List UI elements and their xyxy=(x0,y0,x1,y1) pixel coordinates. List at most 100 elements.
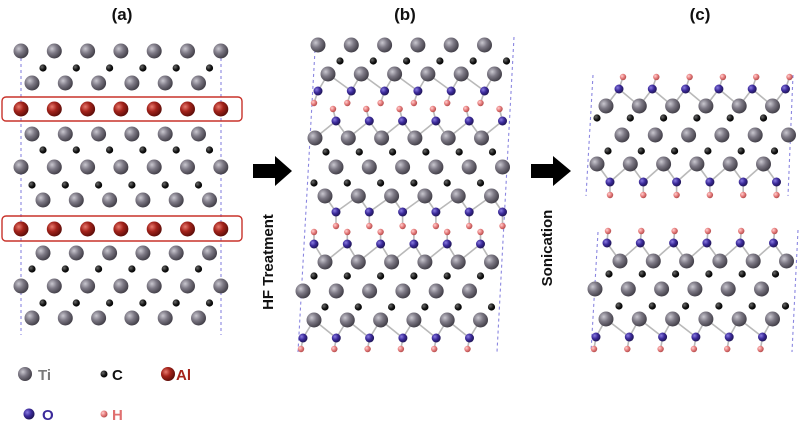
c-atom xyxy=(321,303,329,311)
c-atom xyxy=(771,270,780,278)
c-atom xyxy=(738,270,746,278)
h-atom xyxy=(657,345,664,353)
ti-atom xyxy=(157,75,173,91)
c-atom xyxy=(476,272,485,280)
c-atom xyxy=(648,302,656,310)
ti-atom xyxy=(46,43,62,59)
ti-atom xyxy=(665,98,681,114)
al-layer-highlight-box xyxy=(1,215,243,242)
c-atom xyxy=(369,57,377,65)
legend-item-ti: Ti xyxy=(18,367,51,384)
o-atom xyxy=(669,238,679,248)
c-atom xyxy=(172,64,180,72)
h-atom xyxy=(753,73,760,81)
ti-atom xyxy=(361,159,377,175)
ti-atom xyxy=(461,159,477,175)
h-atom xyxy=(724,345,731,353)
o-atom xyxy=(431,333,441,343)
c-atom xyxy=(205,299,214,307)
ti-atom xyxy=(689,156,705,172)
c-atom xyxy=(759,114,768,122)
legend-label-c: C xyxy=(112,367,123,384)
o-atom xyxy=(376,239,386,249)
step-label-hf-treatment: HF Treatment xyxy=(260,214,277,310)
ti-atom xyxy=(714,127,730,143)
ti-atom xyxy=(387,66,403,82)
ti-atom xyxy=(598,311,614,327)
ti-atom xyxy=(13,278,29,294)
legend-label-h: H xyxy=(112,407,123,424)
o-atom xyxy=(465,333,474,343)
arrow-right-icon xyxy=(253,156,292,186)
ti-atom xyxy=(350,188,366,204)
ti-atom xyxy=(407,130,423,146)
ti-atom xyxy=(146,43,162,59)
ti-atom xyxy=(428,159,444,175)
c-atom xyxy=(693,114,701,122)
h-atom xyxy=(786,73,793,81)
ti-atom xyxy=(80,43,96,59)
ti-atom xyxy=(91,75,107,91)
o-atom xyxy=(772,177,781,187)
o-atom xyxy=(413,86,423,96)
al-atom xyxy=(46,101,62,117)
c-atom xyxy=(436,57,444,65)
c-atom xyxy=(770,147,779,155)
ti-atom xyxy=(679,253,695,269)
h-atom xyxy=(331,345,338,353)
c-atom xyxy=(106,299,114,307)
c-atom xyxy=(604,147,612,155)
panel-label-a: (a) xyxy=(112,5,133,24)
ti-atom xyxy=(765,98,780,114)
c-atom xyxy=(205,146,214,154)
ti-atom xyxy=(102,192,118,208)
ti-atom xyxy=(350,254,366,270)
c-atom xyxy=(106,64,114,72)
o-atom xyxy=(331,333,341,343)
c-atom xyxy=(139,299,147,307)
ti-atom xyxy=(620,281,636,297)
ti-atom xyxy=(317,188,333,204)
o-atom xyxy=(647,84,657,94)
o-atom xyxy=(735,238,745,248)
c-atom xyxy=(39,299,47,307)
h-atom xyxy=(410,228,418,236)
legend-item-c: C xyxy=(100,367,123,384)
ti-atom xyxy=(353,66,369,82)
o-atom xyxy=(431,207,441,217)
h-atom xyxy=(344,228,351,236)
ti-atom xyxy=(339,312,355,328)
ti-atom xyxy=(24,310,40,326)
legend-item-o: O xyxy=(23,407,54,424)
o-atom xyxy=(398,116,408,126)
cell-boundary-line xyxy=(496,36,515,353)
ti-atom xyxy=(191,126,206,142)
c-atom xyxy=(502,57,511,65)
ti-atom-icon xyxy=(18,367,32,381)
h-atom xyxy=(344,99,351,107)
ti-atom xyxy=(168,192,184,208)
ti-atom xyxy=(779,253,794,269)
h-atom xyxy=(396,105,403,113)
h-atom xyxy=(310,99,318,107)
ti-atom xyxy=(756,156,771,172)
h-atom xyxy=(653,73,660,81)
h-atom xyxy=(690,345,698,353)
legend: Ti C Al O H xyxy=(18,367,191,424)
o-atom xyxy=(398,207,408,217)
ti-atom xyxy=(754,281,769,297)
al-layer-highlight-box xyxy=(1,96,243,122)
h-atom xyxy=(366,222,373,230)
c-atom xyxy=(161,181,169,189)
c-atom xyxy=(389,148,397,156)
o-atom xyxy=(431,116,441,126)
ti-atom xyxy=(614,127,630,143)
ti-atom xyxy=(124,310,140,326)
ti-atom xyxy=(384,188,400,204)
h-atom xyxy=(604,227,612,235)
c-atom xyxy=(781,302,790,310)
al-atom xyxy=(80,101,96,117)
h-atom xyxy=(640,191,647,199)
ti-atom xyxy=(484,254,499,270)
al-atom xyxy=(113,101,129,117)
